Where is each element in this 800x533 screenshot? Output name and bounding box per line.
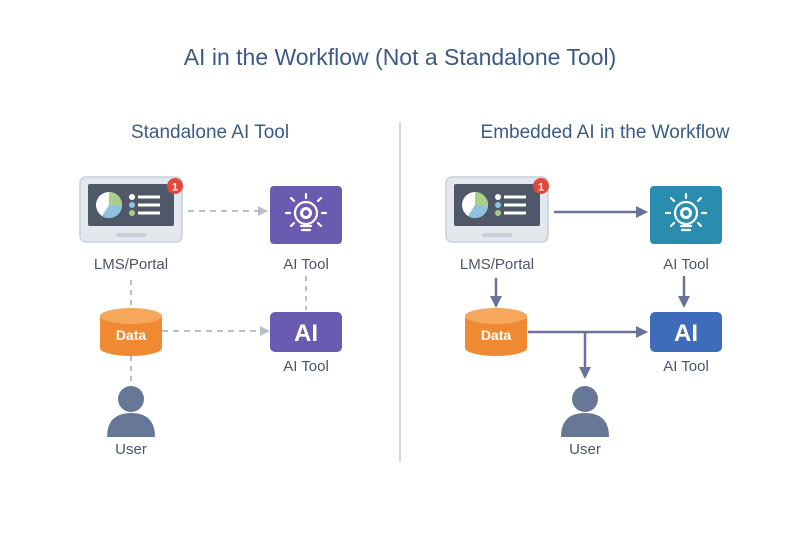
right-user-label: User — [569, 441, 601, 458]
right-lms-monitor-icon — [445, 176, 549, 243]
left-lms-monitor-icon — [79, 176, 183, 243]
section-divider — [399, 122, 401, 462]
right-ai-tool-top-label: AI Tool — [663, 256, 709, 273]
pie-chart-icon — [462, 192, 489, 219]
right-data-label: Data — [481, 327, 512, 343]
lightbulb-gear-icon — [284, 192, 328, 232]
left-ai-box-text: AI — [294, 320, 318, 347]
pie-chart-icon — [96, 192, 123, 219]
right-heading: Embedded AI in the Workflow — [480, 122, 730, 143]
right-data-cylinder-icon: Data — [465, 308, 527, 356]
right-ai-box: AI — [650, 312, 722, 352]
left-ai-tool-bottom-label: AI Tool — [283, 358, 329, 375]
right-ai-tool-bottom-label: AI Tool — [663, 358, 709, 375]
right-connectors — [490, 206, 690, 379]
page-title: AI in the Workflow (Not a Standalone Too… — [183, 44, 617, 70]
left-notification-badge: 1 — [167, 178, 183, 194]
left-data-label: Data — [116, 327, 147, 343]
left-heading: Standalone AI Tool — [130, 122, 290, 143]
left-lms-label: LMS/Portal — [93, 256, 169, 273]
svg-text:1: 1 — [538, 182, 544, 194]
right-notification-badge: 1 — [533, 178, 549, 194]
list-icon — [129, 194, 160, 216]
left-ai-box: AI — [270, 312, 342, 352]
right-ai-tool-box — [650, 186, 722, 244]
left-ai-tool-top-label: AI Tool — [283, 256, 329, 273]
lightbulb-gear-icon — [664, 192, 708, 232]
left-user-label: User — [115, 441, 147, 458]
svg-text:1: 1 — [172, 182, 178, 194]
left-user-icon — [107, 386, 155, 437]
left-connectors — [130, 206, 307, 382]
left-ai-tool-box — [270, 186, 342, 244]
right-user-icon — [561, 386, 609, 437]
list-icon — [495, 194, 526, 216]
right-ai-box-text: AI — [674, 320, 698, 347]
left-data-cylinder-icon: Data — [100, 308, 162, 356]
right-lms-label: LMS/Portal — [459, 256, 535, 273]
